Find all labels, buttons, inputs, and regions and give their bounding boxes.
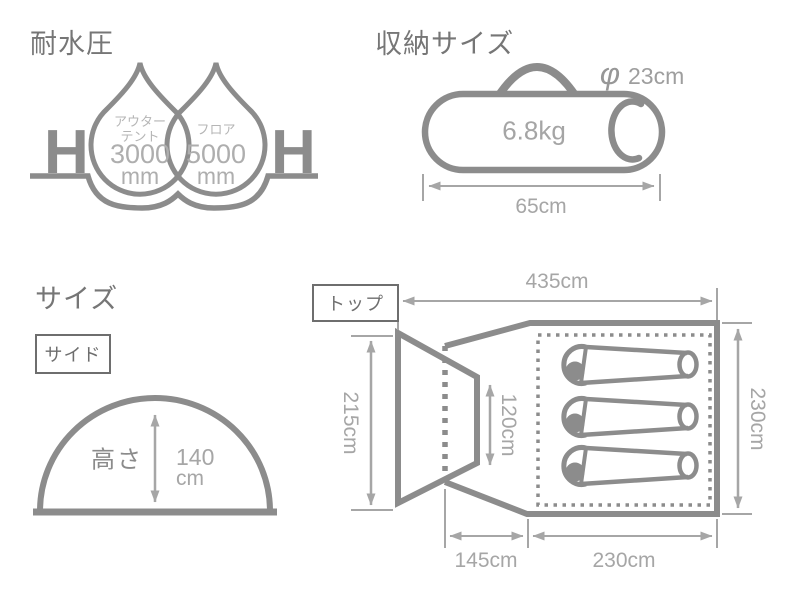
tent-top-view	[351, 288, 752, 548]
total-length-label: 435cm	[525, 270, 589, 293]
vestibule-flap	[395, 327, 480, 508]
drop1-unit: mm	[120, 163, 160, 189]
diameter-symbol: φ	[599, 56, 621, 91]
bag-length-label: 65cm	[515, 195, 567, 218]
tent-body-outline	[443, 320, 720, 517]
water-drop-icon	[88, 62, 192, 197]
water-drop-icon	[164, 62, 268, 197]
vestibule-length-label: 145cm	[454, 549, 518, 572]
dome-outline	[37, 395, 273, 512]
water-baseline	[30, 173, 318, 211]
top-view-dimensions	[351, 288, 752, 548]
storage-title: 収納サイズ	[375, 29, 515, 59]
bag-open-end	[608, 98, 645, 163]
top-view-tag-label: トップ	[327, 294, 384, 314]
sleeping-bag-icon	[561, 396, 699, 438]
bag-body	[421, 90, 666, 174]
front-width-label: 215cm	[339, 391, 362, 455]
drop2-value: 5000	[185, 139, 247, 169]
top-view-tag: トップ	[312, 284, 399, 322]
sleeping-bag-icon	[561, 344, 699, 386]
body-length-label: 230cm	[592, 549, 656, 572]
height-label: 高さ	[91, 446, 143, 474]
h-symbol-right: H	[271, 118, 316, 187]
drop2-label-line1: フロア	[196, 122, 236, 137]
water-resistance-title: 耐水圧	[30, 29, 114, 59]
drop1-label-line2: テント	[120, 129, 160, 144]
dome-side-view	[33, 395, 277, 516]
height-value: 140	[176, 444, 215, 470]
water-resistance-graphic: H H	[30, 62, 318, 211]
drop1-value: 3000	[109, 139, 171, 169]
side-view-tag: サイド	[35, 334, 111, 374]
sleeping-bag-icon	[561, 445, 699, 487]
body-width-label: 230cm	[746, 387, 769, 451]
size-title: サイズ	[35, 284, 119, 314]
carry-bag-icon	[421, 63, 666, 174]
drop1-label-line1: アウター	[113, 114, 167, 129]
h-symbol-left: H	[44, 118, 89, 187]
bag-weight: 6.8kg	[502, 115, 566, 146]
bag-handle	[493, 63, 581, 101]
height-unit: cm	[176, 467, 204, 490]
drop2-unit: mm	[196, 163, 236, 189]
side-view-tag-label: サイド	[44, 345, 102, 365]
diameter-value: 23cm	[628, 63, 685, 89]
door-width-label: 120cm	[497, 393, 520, 457]
bag-length-dimension	[422, 174, 661, 201]
